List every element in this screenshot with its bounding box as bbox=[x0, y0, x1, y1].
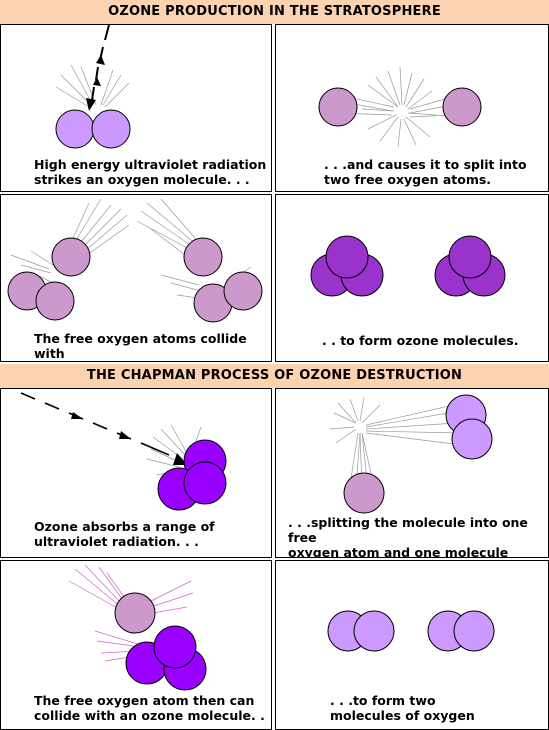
free-oxygen-atom bbox=[114, 592, 156, 634]
panel-split-atoms: . . .and causes it to split into two fre… bbox=[275, 24, 549, 192]
caption-absorbs: Ozone absorbs a range of ultraviolet rad… bbox=[34, 519, 215, 549]
split-rays bbox=[337, 66, 453, 148]
caption-split: . . .and causes it to split into two fre… bbox=[324, 157, 527, 187]
collision-rays-right bbox=[136, 198, 258, 300]
caption-collide: The free oxygen atoms collide with molec… bbox=[34, 331, 247, 361]
atom-ozone-collision-illustration bbox=[68, 564, 207, 691]
destruction-banner: THE CHAPMAN PROCESS OF OZONE DESTRUCTION bbox=[0, 364, 549, 388]
free-oxygen-atom-right bbox=[183, 237, 223, 277]
panel-form-two-o2: . . .to form two molecules of oxygen bbox=[275, 560, 549, 730]
impact-rays bbox=[55, 64, 130, 108]
split-rays bbox=[329, 396, 463, 490]
o2-molecule-right bbox=[193, 271, 263, 323]
collision-illustration bbox=[7, 198, 263, 323]
o2-molecule-left bbox=[327, 610, 395, 652]
panel-atoms-collide: The free oxygen atoms collide with molec… bbox=[0, 194, 272, 362]
free-oxygen-atom-right bbox=[442, 87, 482, 127]
ozone-molecule bbox=[157, 439, 227, 511]
production-banner: OZONE PRODUCTION IN THE STRATOSPHERE bbox=[0, 0, 549, 24]
o2-molecule bbox=[445, 394, 493, 460]
caption-atom-collides: The free oxygen atom then can collide wi… bbox=[34, 693, 265, 729]
panel-form-ozone: . . to form ozone molecules. bbox=[275, 194, 549, 362]
caption-splitting: . . .splitting the molecule into one fre… bbox=[288, 515, 528, 558]
ozone-formation-illustration bbox=[310, 235, 506, 297]
o2-molecule-left bbox=[7, 271, 75, 321]
uv-ray-arrow bbox=[20, 392, 187, 465]
o2-molecule-right bbox=[427, 610, 495, 652]
panel-atom-collides-ozone: The free oxygen atom then can collide wi… bbox=[0, 560, 272, 730]
production-banner-title: OZONE PRODUCTION IN THE STRATOSPHERE bbox=[108, 4, 441, 19]
free-oxygen-atom-left bbox=[51, 237, 91, 277]
uv-strike-illustration bbox=[55, 25, 131, 149]
collision-rays-left bbox=[10, 198, 130, 288]
ozone-molecule bbox=[125, 625, 207, 691]
split-illustration bbox=[318, 66, 482, 148]
pink-rays-upper bbox=[68, 564, 194, 614]
absorb-illustration bbox=[20, 392, 227, 511]
destruction-banner-title: THE CHAPMAN PROCESS OF OZONE DESTRUCTION bbox=[86, 368, 463, 383]
ozone-molecule-left bbox=[310, 235, 384, 297]
ozone-molecule-right bbox=[434, 235, 506, 297]
caption-form-two-o2: . . .to form two molecules of oxygen bbox=[330, 693, 475, 723]
panel-uv-strikes-o2: High energy ultraviolet radiation strike… bbox=[0, 24, 272, 192]
panel-ozone-splits: . . .splitting the molecule into one fre… bbox=[275, 388, 549, 558]
o2-molecule bbox=[55, 109, 131, 149]
uv-ray-arrow bbox=[86, 25, 110, 111]
two-o2-illustration bbox=[327, 610, 495, 652]
caption-uv-strikes: High energy ultraviolet radiation strike… bbox=[34, 157, 267, 187]
panel-ozone-absorbs-uv: Ozone absorbs a range of ultraviolet rad… bbox=[0, 388, 272, 558]
ozone-split-illustration bbox=[329, 394, 493, 514]
free-oxygen-atom bbox=[343, 472, 385, 514]
caption-form-ozone: . . to form ozone molecules. bbox=[322, 333, 519, 348]
free-oxygen-atom-left bbox=[318, 87, 358, 127]
